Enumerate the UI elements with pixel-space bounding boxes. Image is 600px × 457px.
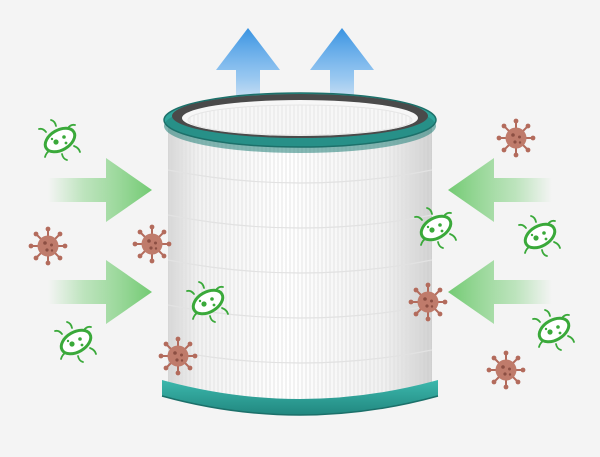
bottom-rim (162, 380, 438, 415)
inflow-arrow-icon (448, 158, 552, 222)
inflow-arrow-icon (48, 158, 152, 222)
virus-icon (27, 225, 69, 267)
clean-air-arrow-icon (310, 28, 374, 118)
clean-air-arrow-icon (216, 28, 280, 118)
virus-icon (495, 117, 537, 159)
clean-air-arrow-right (310, 28, 374, 118)
inflow-arrow-icon (448, 260, 552, 324)
virus-icon (485, 349, 527, 391)
inflow-arrow-icon (48, 260, 152, 324)
virus-icon (157, 335, 199, 377)
inflow-arrow-left-bottom (48, 260, 152, 324)
inflow-arrow-right-bottom (448, 260, 552, 324)
virus-icon (131, 223, 173, 265)
filter-cylinder (161, 92, 439, 416)
inflow-arrow-left-top (48, 158, 152, 222)
virus-icon (407, 281, 449, 323)
inflow-arrow-right-top (448, 158, 552, 222)
clean-air-arrow-left (216, 28, 280, 118)
